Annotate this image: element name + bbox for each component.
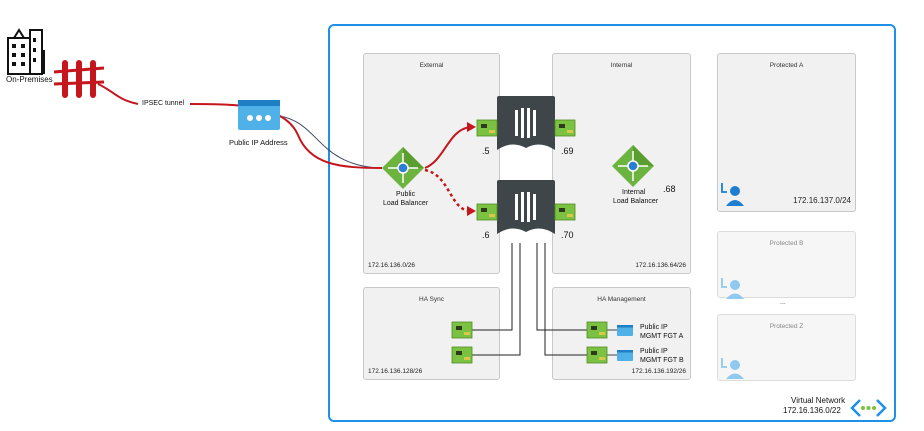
subnet-cidr: 172.16.136.64/26 (635, 262, 686, 269)
onprem-label: On-Premises (6, 75, 53, 84)
subnet-protected-a: Protected A 172.16.137.0/24 (717, 53, 856, 212)
internal-lb-label-2: Load Balancer (613, 198, 659, 205)
subnet-cidr: 172.16.136.0/26 (368, 262, 415, 269)
fgt-b-ext-ip: .6 (482, 230, 490, 240)
subnet-protected-b: Protected B (717, 231, 856, 298)
vnet-cidr: 172.16.136.0/22 (783, 406, 841, 415)
mgmt-b-label-2: MGMT FGT B (640, 357, 684, 364)
subnet-external: External 172.16.136.0/26 (363, 53, 500, 274)
subnet-title: Protected A (769, 62, 804, 69)
subnet-title: External (419, 62, 444, 69)
subnet-cidr: 172.16.136.128/26 (368, 368, 423, 375)
public-ip-label: Public IP Address (229, 138, 288, 147)
fgt-a-ext-ip: .5 (482, 146, 490, 156)
subnet-cidr: 172.16.136.192/26 (631, 368, 686, 375)
fgt-a-int-ip: .69 (561, 146, 574, 156)
internal-lb-ip: .68 (663, 184, 676, 194)
subnet-ha-sync: HA Sync 172.16.136.128/26 (363, 287, 500, 380)
public-lb-label-2: Load Balancer (383, 200, 429, 207)
ellipsis: ... (780, 299, 786, 306)
public-lb-label-1: Public (396, 191, 416, 198)
internal-lb-label-1: Internal (622, 189, 646, 196)
subnet-protected-z: Protected Z (717, 314, 856, 381)
subnet-title: HA Sync (419, 296, 444, 303)
tunnel-label: IPSEC tunnel (140, 100, 187, 107)
subnet-title: Protected B (769, 240, 804, 247)
subnet-title: Internal (610, 62, 633, 69)
subnet-internal: Internal 172.16.136.64/26 (552, 53, 691, 274)
mgmt-a-label-2: MGMT FGT A (640, 333, 684, 340)
fgt-b-int-ip: .70 (561, 230, 574, 240)
mgmt-a-label-1: Public IP (640, 324, 668, 331)
subnet-title: Protected Z (769, 323, 804, 330)
subnet-cidr: 172.16.137.0/24 (793, 196, 851, 205)
vnet-name: Virtual Network (791, 396, 846, 405)
mgmt-b-label-1: Public IP (640, 348, 668, 355)
subnet-title: HA Management (597, 296, 646, 303)
